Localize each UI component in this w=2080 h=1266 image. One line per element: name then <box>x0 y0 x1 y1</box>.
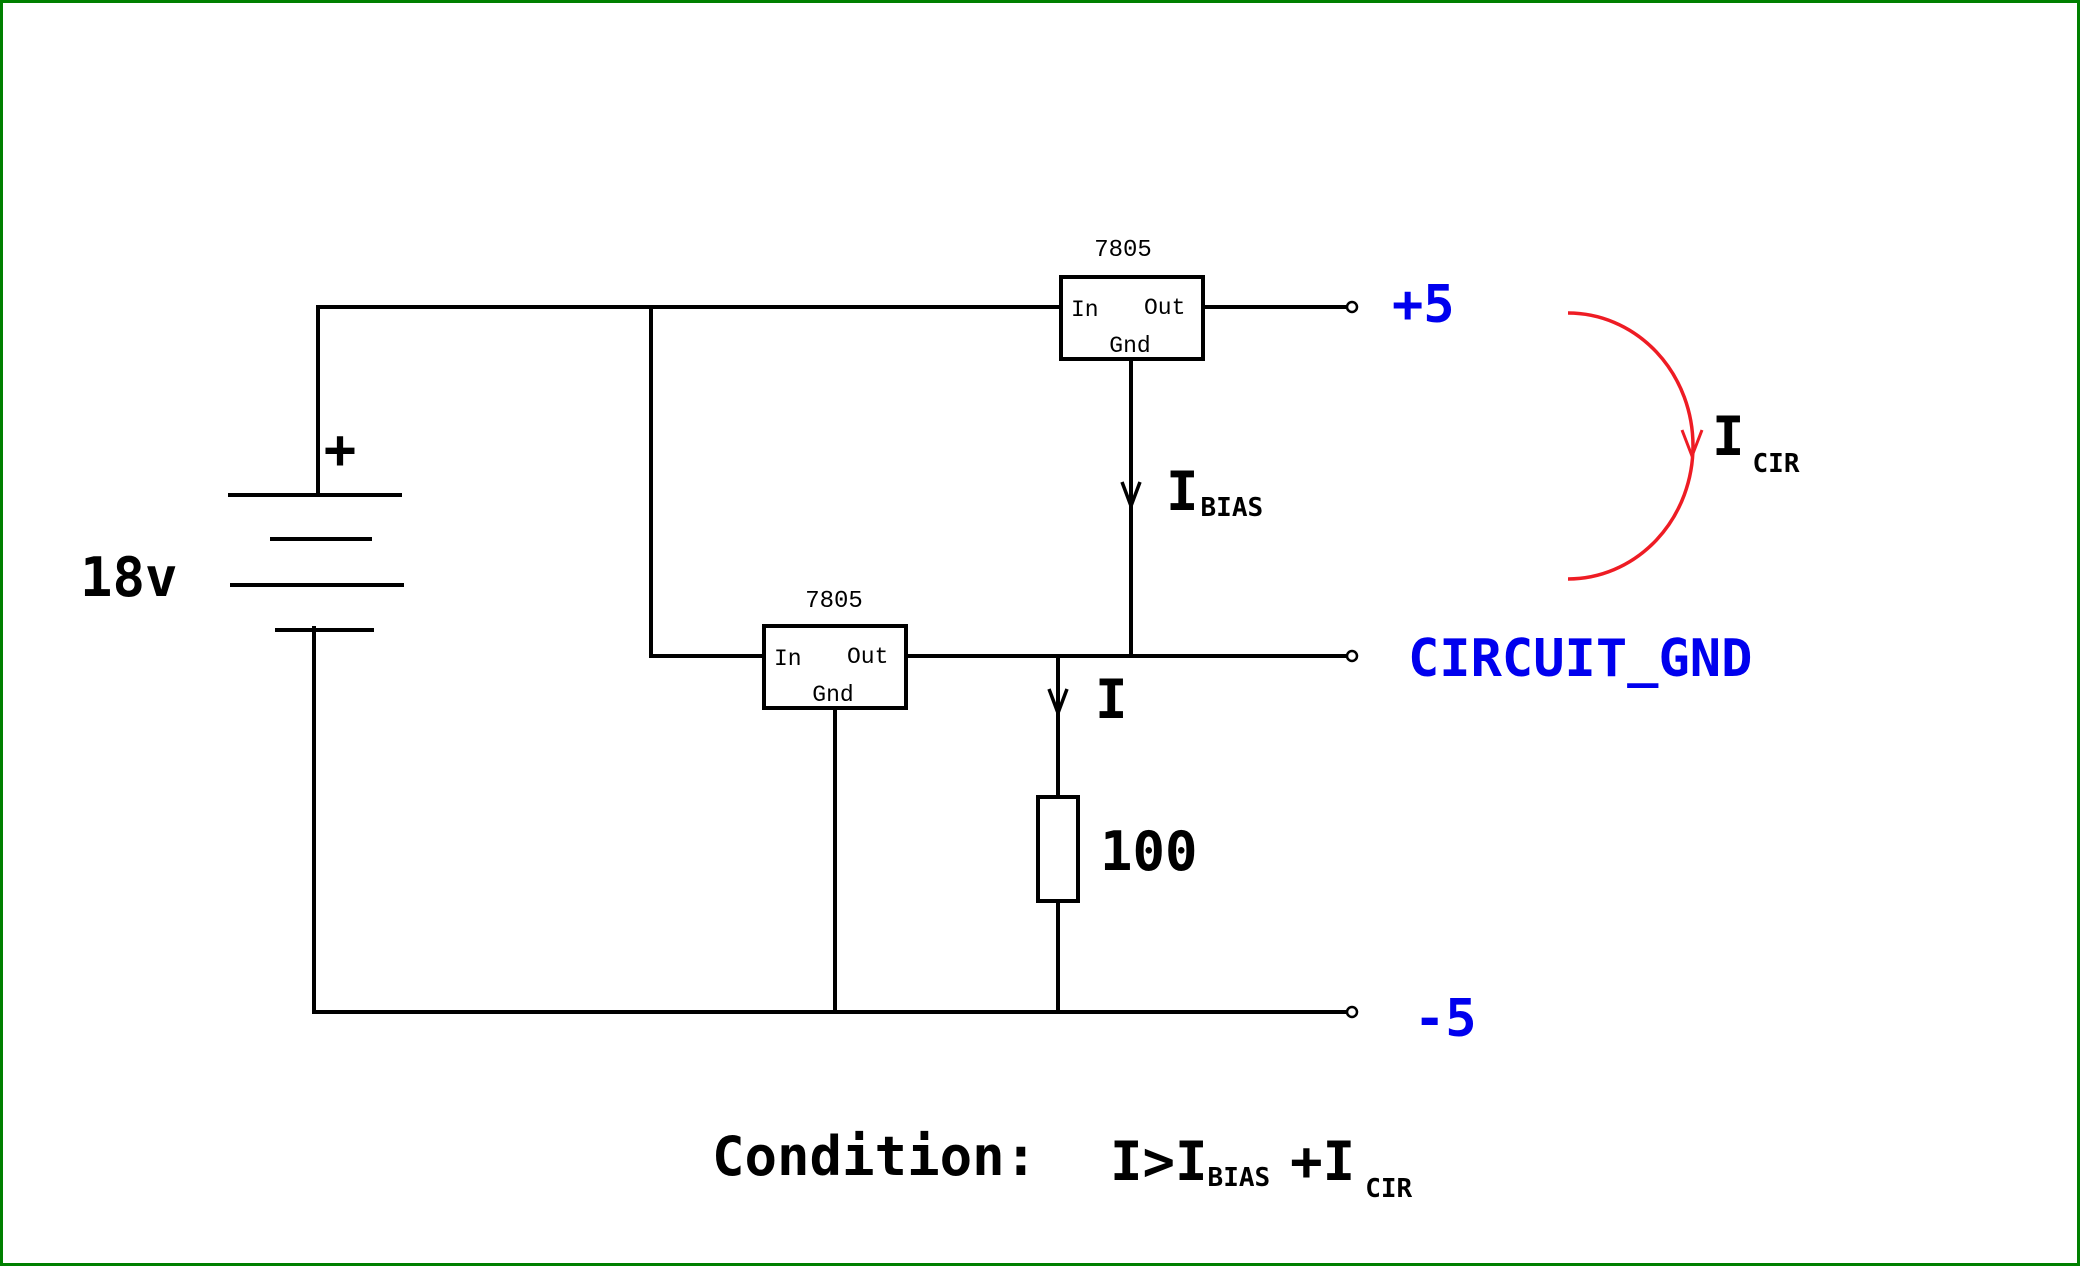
terminal-neg-label: -5 <box>1414 989 1477 1049</box>
battery: + 18v <box>80 418 404 632</box>
wires <box>312 305 1354 1014</box>
regulator-bottom-pin-in: In <box>774 646 802 672</box>
regulator-top: 7805 In Out Gnd <box>1059 237 1205 361</box>
condition-expression: I>IBIAS +I CIR <box>1110 1130 1413 1204</box>
terminal-pos-label: +5 <box>1392 275 1455 335</box>
regulator-top-pin-gnd: Gnd <box>1109 333 1150 359</box>
terminal-neg <box>1345 1005 1359 1019</box>
regulator-bottom-pin-out: Out <box>847 644 888 670</box>
regulator-top-pin-out: Out <box>1144 295 1185 321</box>
regulator-bottom: 7805 In Out Gnd <box>762 588 908 710</box>
condition-sub-cir: CIR <box>1365 1174 1412 1204</box>
condition-expr-a: I>I <box>1110 1130 1208 1193</box>
regulator-bottom-part: 7805 <box>805 588 863 615</box>
label-ibias: IBIAS <box>1166 460 1263 523</box>
arrow-ibias-icon <box>1120 481 1142 511</box>
current-arrows <box>1047 311 1704 718</box>
label-i: I <box>1095 668 1128 731</box>
regulator-bottom-pin-gnd: Gnd <box>812 682 853 708</box>
regulator-top-part: 7805 <box>1094 237 1152 264</box>
terminal-gnd <box>1345 649 1359 663</box>
arrow-i-icon <box>1047 688 1069 718</box>
label-ibias-sub: BIAS <box>1201 493 1264 523</box>
resistor: 100 <box>1036 795 1198 903</box>
arc-icir-path <box>1567 311 1695 581</box>
terminal-pos <box>1345 300 1359 314</box>
label-icir-sub: CIR <box>1753 449 1800 479</box>
terminal-gnd-label: CIRCUIT_GND <box>1408 629 1752 689</box>
battery-plus-sign: + <box>324 418 357 481</box>
regulator-top-pin-in: In <box>1071 297 1099 323</box>
condition-sub-bias: BIAS <box>1208 1163 1271 1193</box>
label-ibias-main: I <box>1166 460 1199 523</box>
arrow-icir-icon <box>1680 429 1704 461</box>
condition-plus-i: +I <box>1290 1130 1355 1193</box>
condition-text: Condition: I>IBIAS +I CIR <box>712 1125 1413 1204</box>
regulator-bottom-body <box>762 624 908 710</box>
label-icir: I CIR <box>1712 405 1800 479</box>
condition-label: Condition: <box>712 1125 1037 1188</box>
resistor-body <box>1036 795 1080 903</box>
label-icir-main: I <box>1712 405 1745 468</box>
wire-battery-minus-to-bottom-rail <box>312 626 1354 1014</box>
regulator-top-body <box>1059 275 1205 361</box>
battery-voltage-label: 18v <box>80 546 178 609</box>
resistor-value-label: 100 <box>1100 820 1198 883</box>
wire-battery-plus-to-top-rail <box>316 305 1064 497</box>
